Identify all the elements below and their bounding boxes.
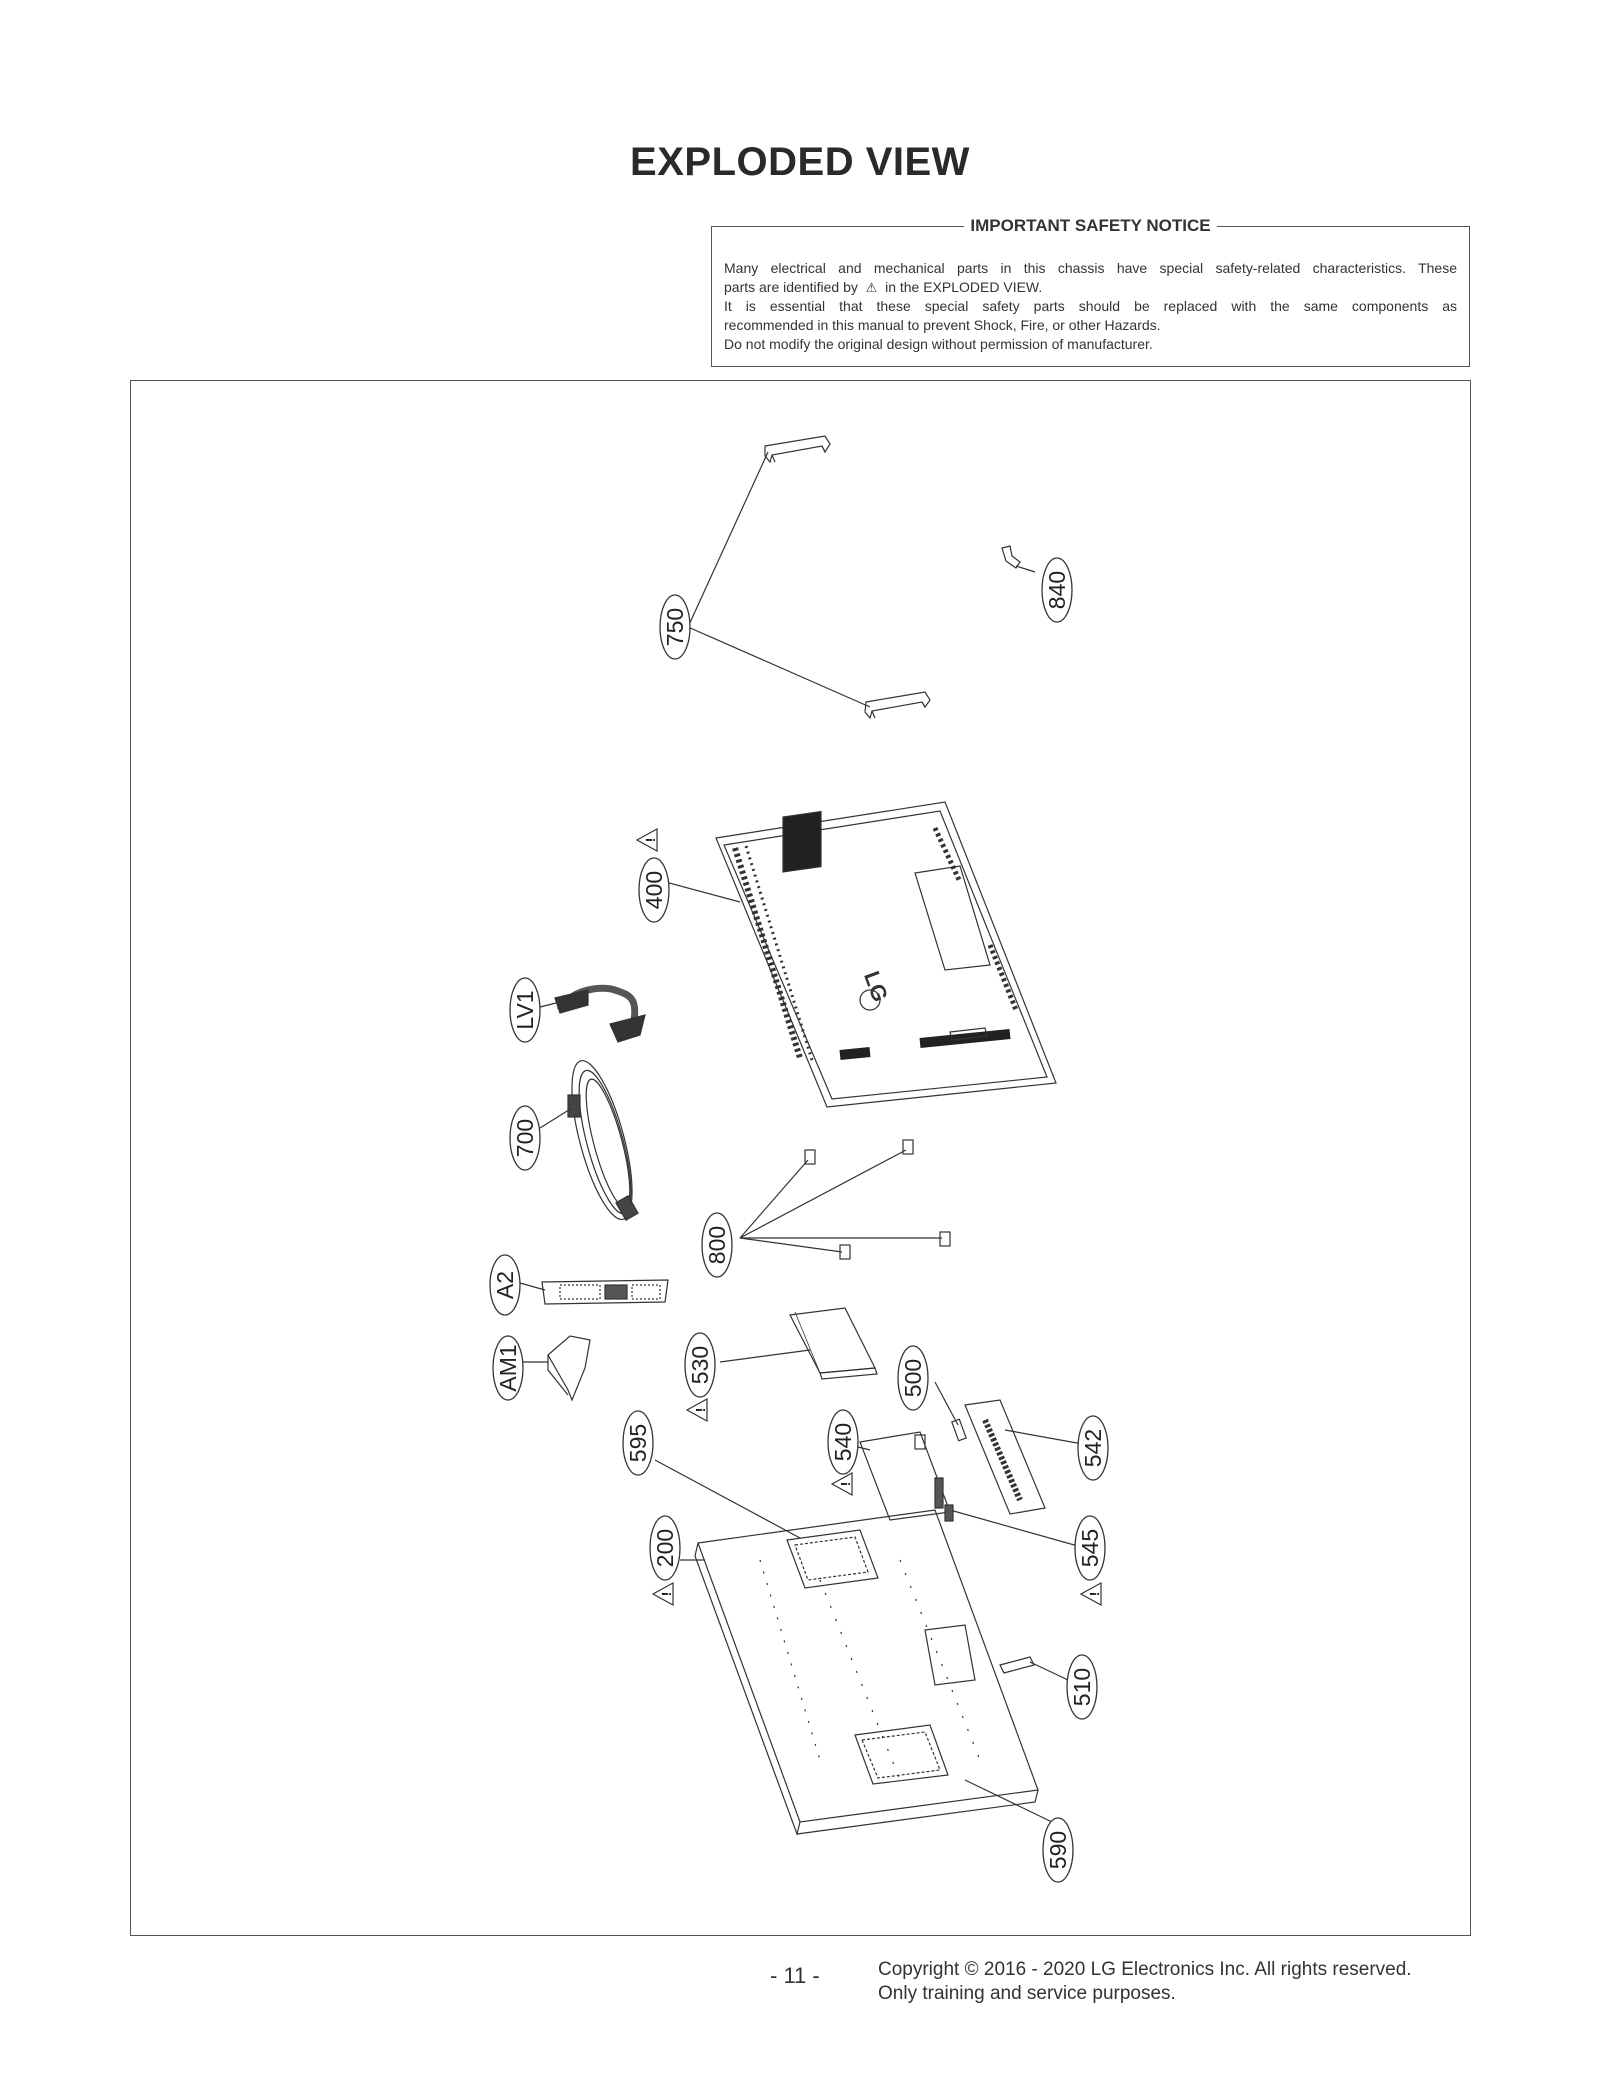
callout-label-a2: A2 <box>492 1271 518 1299</box>
warning-triangle-icon: ! <box>635 827 658 853</box>
callout-840: 840 <box>1041 557 1073 623</box>
power-board-part <box>859 1431 951 1521</box>
callout-am1: AM1 <box>492 1335 524 1401</box>
page-title: EXPLODED VIEW <box>630 140 970 184</box>
callout-label-542: 542 <box>1080 1429 1106 1467</box>
safety-notice-body: Many electrical and mechanical parts in … <box>724 259 1457 354</box>
stand-bracket-bottom-part <box>864 691 931 720</box>
page-number: - 11 - <box>770 1963 820 1988</box>
remote-control-part <box>541 1279 669 1305</box>
ir-receiver-part <box>951 1418 967 1442</box>
warning-triangle-icon: ! <box>685 1397 708 1423</box>
diagram-frame <box>130 380 1471 1936</box>
callout-label-510: 510 <box>1069 1668 1095 1706</box>
svg-text:!: ! <box>659 1592 674 1596</box>
callout-label-400: 400 <box>641 871 667 909</box>
small-board-part <box>999 1656 1035 1674</box>
callout-a2: A2 <box>489 1254 521 1316</box>
callout-label-545: 545 <box>1077 1529 1103 1567</box>
safety-notice-heading: IMPORTANT SAFETY NOTICE <box>964 216 1217 235</box>
lvds-cable-part <box>554 984 646 1043</box>
callout-530: 530 <box>684 1332 716 1398</box>
callout-label-540: 540 <box>830 1423 856 1461</box>
callout-545: 545 <box>1074 1515 1106 1581</box>
copyright-line-1: Copyright © 2016 - 2020 LG Electronics I… <box>878 1959 1412 1980</box>
back-cover-part: LG <box>715 801 1057 1108</box>
notice-line-2-before: parts are identified by <box>724 279 858 295</box>
callout-lv1: LV1 <box>509 977 541 1043</box>
warning-triangle-icon: ! <box>651 1581 674 1607</box>
notice-line-4: recommended in this manual to prevent Sh… <box>724 317 1161 333</box>
svg-text:!: ! <box>838 1482 853 1486</box>
callout-label-lv1: LV1 <box>512 990 538 1029</box>
svg-text:!: ! <box>693 1408 708 1412</box>
callout-700: 700 <box>509 1105 541 1171</box>
stand-bracket-top-part <box>764 435 831 464</box>
safety-mark-group: !!!!! <box>635 827 1102 1607</box>
callout-500: 500 <box>897 1345 929 1411</box>
notice-line-3: It is essential that these special safet… <box>724 298 1457 314</box>
notice-line-2-after: in the EXPLODED VIEW. <box>885 279 1043 295</box>
callout-label-595: 595 <box>625 1424 651 1462</box>
stand-part <box>547 1335 591 1402</box>
warning-triangle-icon: ! <box>1079 1581 1102 1607</box>
svg-text:!: ! <box>643 838 658 842</box>
warning-triangle-icon: ⚠ <box>865 280 878 295</box>
callout-label-530: 530 <box>687 1346 713 1384</box>
notice-line-5: Do not modify the original design withou… <box>724 336 1153 352</box>
callout-542: 542 <box>1077 1415 1109 1481</box>
power-cord-part <box>567 1059 639 1221</box>
main-board-part <box>789 1307 878 1380</box>
speaker-part <box>964 1399 1046 1515</box>
svg-text:!: ! <box>1087 1592 1102 1596</box>
callout-540: 540 <box>827 1409 859 1475</box>
callout-label-800: 800 <box>704 1226 730 1264</box>
callout-label-750: 750 <box>662 608 688 646</box>
callout-400: 400 <box>638 857 670 923</box>
panel-module-part <box>694 1509 1039 1837</box>
callout-750: 750 <box>659 594 691 660</box>
callout-590: 590 <box>1042 1817 1074 1883</box>
notice-line-2: parts are identified by ⚠ in the EXPLODE… <box>724 278 1457 297</box>
callout-label-590: 590 <box>1045 1831 1071 1869</box>
notice-line-1: Many electrical and mechanical parts in … <box>724 260 1457 276</box>
svg-text:LG: LG <box>859 968 893 1005</box>
callout-label-am1: AM1 <box>495 1344 521 1391</box>
callout-800: 800 <box>701 1212 733 1278</box>
callout-label-700: 700 <box>512 1119 538 1157</box>
callout-200: 200 <box>649 1515 681 1581</box>
copyright-line-2: Only training and service purposes. <box>878 1983 1176 2004</box>
safety-notice-box: IMPORTANT SAFETY NOTICE Many electrical … <box>711 216 1470 367</box>
copyright: Copyright © 2016 - 2020 LG Electronics I… <box>878 1958 1412 2006</box>
warning-triangle-icon: ! <box>830 1471 853 1497</box>
screws-part <box>804 1139 951 1260</box>
callout-label-500: 500 <box>900 1359 926 1397</box>
callout-595: 595 <box>622 1410 654 1476</box>
callout-label-200: 200 <box>652 1529 678 1567</box>
callout-510: 510 <box>1066 1654 1098 1720</box>
clip-part <box>1001 545 1021 569</box>
callout-label-840: 840 <box>1044 571 1070 609</box>
